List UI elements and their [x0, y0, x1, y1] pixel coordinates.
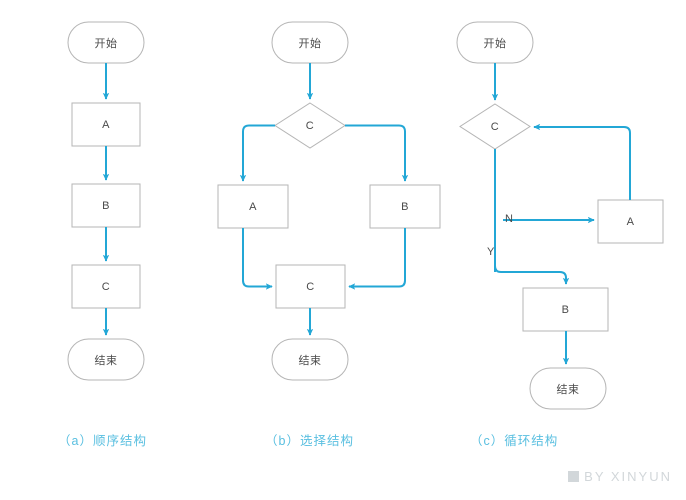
- node-a-end: [67, 338, 145, 381]
- diagram-sequence: [67, 21, 145, 381]
- node-a-proc-b: [71, 183, 141, 228]
- caption-sequence: （a）顺序结构: [58, 434, 147, 448]
- node-c-proc-a: [597, 199, 664, 244]
- diagram-loop: [456, 21, 664, 410]
- caption-selection: （b）选择结构: [265, 434, 354, 448]
- node-b-proc-b: [369, 184, 441, 229]
- edge-b-b-to-merge: [348, 228, 406, 290]
- node-a-proc-a: [71, 102, 141, 147]
- diagram-selection: [217, 21, 441, 381]
- edge-label-no: N: [505, 213, 514, 225]
- edge-b-cond-to-a: [239, 124, 275, 182]
- node-c-start: [456, 21, 534, 64]
- edge-b-a-to-merge: [242, 228, 273, 290]
- node-a-proc-c: [71, 264, 141, 309]
- watermark: BY XINYUN: [568, 469, 672, 484]
- node-c-end: [529, 367, 607, 410]
- node-c-cond: [459, 103, 531, 150]
- edge-c-cond-to-b-yes: [494, 265, 570, 285]
- edge-b-cond-to-b: [345, 124, 409, 182]
- node-b-proc-a: [217, 184, 289, 229]
- edge-c-a-to-cond-loopback: [533, 123, 631, 200]
- node-b-end: [271, 338, 349, 381]
- node-a-start: [67, 21, 145, 64]
- node-c-proc-b: [522, 287, 609, 332]
- node-b-merge: [275, 264, 346, 309]
- watermark-text: BY XINYUN: [584, 469, 672, 484]
- node-b-cond: [274, 102, 346, 149]
- node-b-start: [271, 21, 349, 64]
- caption-loop: （c）循环结构: [470, 434, 559, 448]
- square-glyph-icon: [568, 471, 580, 482]
- edge-label-yes: Y: [487, 246, 495, 258]
